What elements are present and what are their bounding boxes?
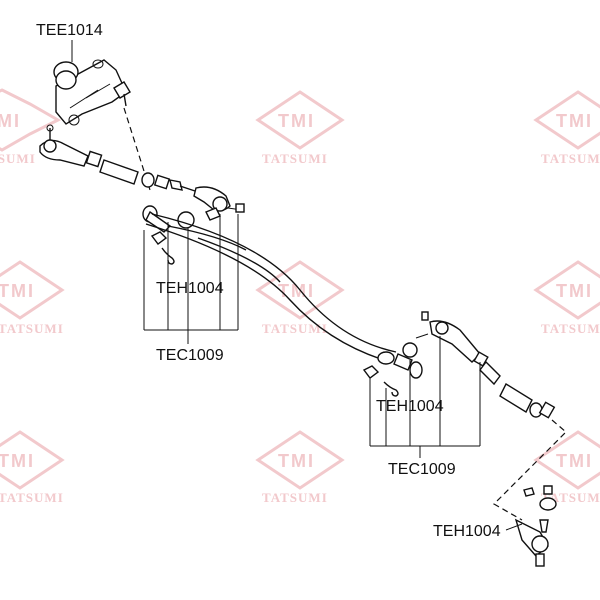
watermark-layer: TMI TATSUMI TMI TATSUMI TMI TATSUMI TMI … bbox=[0, 88, 600, 505]
tie-rod-end-left bbox=[39, 124, 171, 190]
center-link bbox=[145, 213, 397, 363]
watermark-logo: TMI TATSUMI bbox=[0, 260, 65, 336]
cotter-pin-part-number-upper: TEH1004 bbox=[156, 280, 224, 297]
watermark-logo-text: TMI bbox=[278, 281, 315, 301]
watermark-brand-text: TATSUMI bbox=[0, 151, 36, 166]
watermark-logo-text: TMI bbox=[556, 451, 593, 471]
watermark-brand-text: TATSUMI bbox=[262, 151, 328, 166]
tie-rod-inner-end-lower bbox=[362, 342, 423, 397]
tie-rod-inner-end-upper bbox=[142, 179, 245, 265]
watermark-logo: TMI TATSUMI bbox=[255, 430, 345, 505]
watermark-logo-text: TMI bbox=[0, 111, 21, 131]
tie-rod-assembly-right bbox=[415, 311, 556, 419]
watermark-brand-text: TATSUMI bbox=[0, 490, 64, 505]
watermark-logo: TMI TATSUMI bbox=[533, 260, 600, 336]
idler-arm-part-number: TEE1014 bbox=[36, 22, 103, 39]
watermark-logo: TMI TATSUMI bbox=[0, 430, 65, 505]
cotter-pin-part-number-lower: TEH1004 bbox=[376, 398, 444, 415]
watermark-logo: TMI TATSUMI bbox=[255, 90, 345, 166]
tie-rod-end-right bbox=[514, 485, 557, 567]
tie-rod-part-number-lower: TEC1009 bbox=[388, 461, 456, 478]
watermark-logo-text: TMI bbox=[0, 451, 35, 471]
leader-lines bbox=[71, 40, 523, 531]
watermark-brand-text: TATSUMI bbox=[0, 321, 64, 336]
watermark-logo: TMI TATSUMI bbox=[533, 90, 600, 166]
cotter-pin-part-number-right: TEH1004 bbox=[433, 523, 501, 540]
watermark-logo-text: TMI bbox=[556, 281, 593, 301]
idler-arm-assembly bbox=[53, 59, 131, 126]
watermark-logo-text: TMI bbox=[278, 451, 315, 471]
watermark-logo-text: TMI bbox=[278, 111, 315, 131]
watermark-logo-text: TMI bbox=[0, 281, 35, 301]
watermark-logo-text: TMI bbox=[556, 111, 593, 131]
watermark-logo: TMI TATSUMI bbox=[0, 88, 62, 166]
watermark-brand-text: TATSUMI bbox=[541, 321, 600, 336]
watermark-brand-text: TATSUMI bbox=[541, 151, 600, 166]
watermark-brand-text: TATSUMI bbox=[262, 321, 328, 336]
watermark-brand-text: TATSUMI bbox=[262, 490, 328, 505]
tie-rod-part-number-upper: TEC1009 bbox=[156, 347, 224, 364]
